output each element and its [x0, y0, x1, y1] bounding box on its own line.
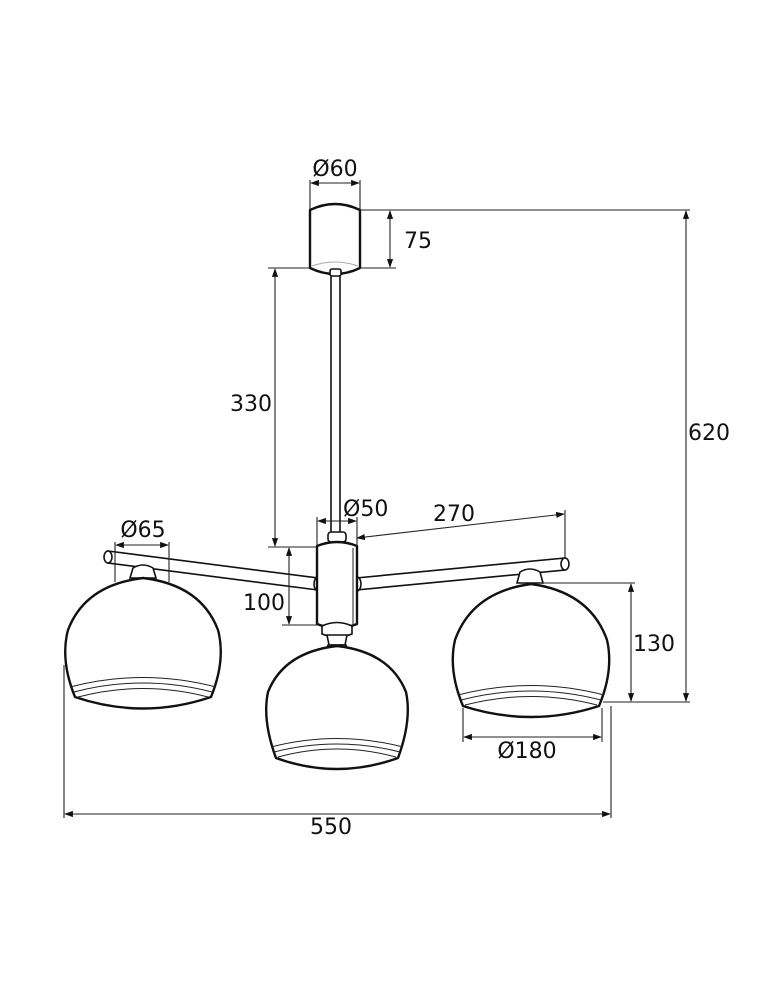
label-canopy-diameter: Ø60 [312, 157, 357, 182]
dim-shade-height [540, 582, 690, 703]
rod [330, 276, 341, 535]
label-shade-diameter: Ø180 [497, 739, 556, 764]
label-total-height: 620 [688, 421, 730, 446]
label-rod-length: 330 [230, 392, 272, 417]
label-shade-neck-diameter: Ø65 [120, 518, 165, 543]
label-canopy-height: 75 [404, 229, 432, 254]
dim-total-width [63, 665, 612, 818]
dim-shade-diameter [462, 708, 603, 742]
center-shade [265, 644, 409, 771]
left-shade [64, 564, 222, 710]
dim-canopy-diameter [309, 179, 361, 210]
central-hub [315, 531, 359, 646]
dim-rod-length [268, 267, 317, 548]
dim-arm-length [356, 510, 566, 558]
dim-shade-neck-diameter [114, 541, 170, 582]
right-shade [451, 568, 611, 719]
label-hub-height: 100 [243, 591, 285, 616]
dim-hub-height [282, 546, 317, 626]
dim-canopy-height [360, 209, 690, 269]
label-total-width: 550 [310, 815, 352, 840]
canopy [308, 202, 362, 277]
label-arm-length: 270 [433, 502, 475, 527]
label-hub-diameter: Ø50 [343, 497, 388, 522]
label-shade-height: 130 [633, 632, 675, 657]
